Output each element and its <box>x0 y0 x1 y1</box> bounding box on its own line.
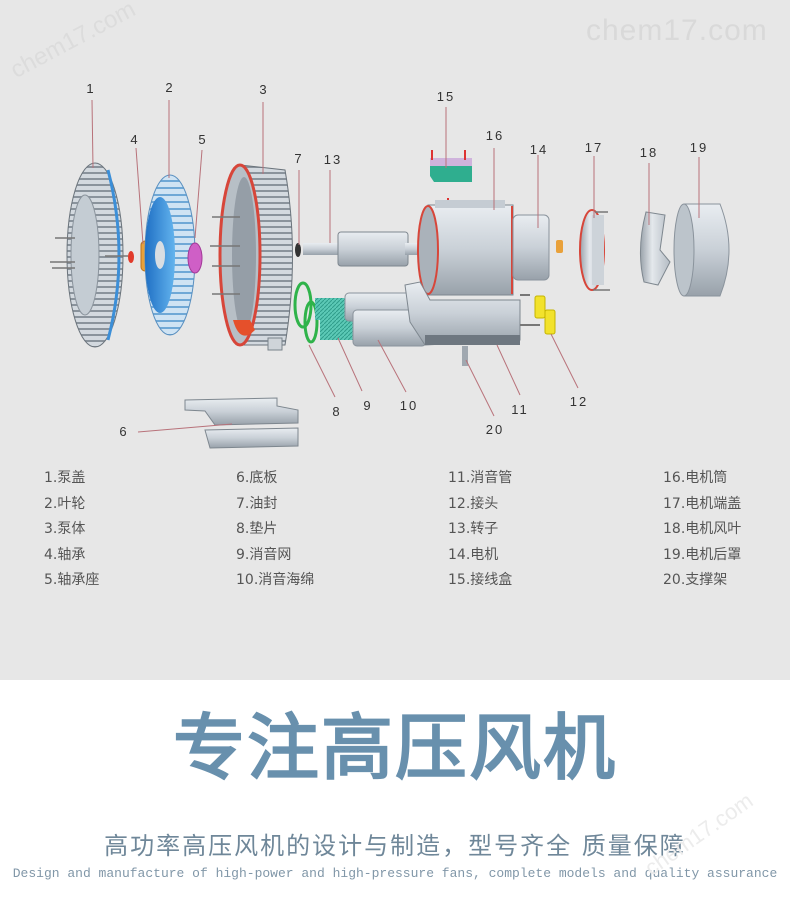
legend-item: 8.垫片 <box>236 521 278 537</box>
legend-item: 14.电机 <box>448 546 499 563</box>
callout-14: 14 <box>529 142 549 157</box>
part-motor-fan <box>639 211 671 286</box>
part-motor-rear-cover <box>673 203 730 297</box>
legend-item: 1.泵盖 <box>44 470 86 486</box>
exploded-diagram-panel: chem17.com chem17.com <box>0 0 790 680</box>
subtitle-english: Design and manufacture of high-power and… <box>12 866 778 881</box>
part-terminal-box <box>430 150 472 182</box>
legend-item: 12.接头 <box>448 495 499 512</box>
legend-item: 4.轴承 <box>44 546 86 563</box>
legend-column-3: 11.消音管 12.接头 13.转子 14.电机 15.接线盒 <box>448 466 512 594</box>
legend-item: 11.消音管 <box>448 470 513 486</box>
callout-13: 13 <box>323 152 343 167</box>
callout-15: 15 <box>436 89 456 104</box>
callout-11: 11 <box>511 402 529 417</box>
part-connector <box>534 295 546 319</box>
legend-item: 10.消音海绵 <box>236 572 315 588</box>
callout-3: 3 <box>259 82 269 97</box>
callout-12: 12 <box>569 394 589 409</box>
callout-7: 7 <box>294 151 304 166</box>
callout-2: 2 <box>165 80 175 95</box>
legend-item: 20.支撑架 <box>663 572 728 588</box>
callout-1: 1 <box>86 81 96 96</box>
part-silencer-pipe <box>404 281 521 346</box>
part-gasket <box>293 281 319 344</box>
part-motor-end-cover <box>579 209 610 291</box>
legend-item: 5.轴承座 <box>44 572 100 588</box>
callout-17: 17 <box>584 140 604 155</box>
subtitle-chinese: 高功率高压风机的设计与制造，型号齐全 质量保障 <box>104 832 686 860</box>
part-pump-body <box>210 163 293 351</box>
callout-8: 8 <box>332 404 342 419</box>
legend-item: 15.接线盒 <box>448 572 513 588</box>
legend-column-4: 16.电机筒 17.电机端盖 18.电机风叶 19.电机后罩 20.支撑架 <box>663 466 741 594</box>
part-pump-cover <box>50 162 128 348</box>
callout-20: 20 <box>485 422 505 437</box>
callout-18: 18 <box>639 145 659 160</box>
part-support <box>462 346 468 366</box>
legend-item: 16.电机筒 <box>663 470 728 486</box>
callout-10: 10 <box>399 398 419 413</box>
callout-19: 19 <box>689 140 709 155</box>
leader-lines <box>91 99 700 433</box>
callout-16: 16 <box>485 128 505 143</box>
watermark-top-right: chem17.com <box>586 14 768 47</box>
part-motor-housing <box>417 198 514 296</box>
legend-item: 19.电机后罩 <box>663 546 742 563</box>
legend-item: 2.叶轮 <box>44 495 86 512</box>
exploded-view-illustration <box>50 99 730 449</box>
legend-column-1: 1.泵盖 2.叶轮 3.泵体 4.轴承 5.轴承座 <box>44 466 99 594</box>
part-oil-seal <box>295 243 301 257</box>
part-bearing-seat <box>187 242 203 274</box>
callout-5: 5 <box>198 132 208 147</box>
legend-item: 6.底板 <box>236 470 278 486</box>
part-rotor <box>303 231 430 267</box>
legend-item: 9.消音网 <box>236 546 292 563</box>
legend-item: 3.泵体 <box>44 521 86 537</box>
part-impeller <box>144 174 196 336</box>
part-silencer-mesh <box>315 298 349 320</box>
legend-column-2: 6.底板 7.油封 8.垫片 9.消音网 10.消音海绵 <box>236 466 314 594</box>
part-motor <box>512 214 550 281</box>
legend-item: 7.油封 <box>236 495 278 512</box>
callout-9: 9 <box>363 398 373 413</box>
part-base-plate <box>184 397 299 449</box>
callout-4: 4 <box>130 132 140 147</box>
legend-item: 18.电机风叶 <box>663 521 742 537</box>
callout-6: 6 <box>119 424 129 439</box>
legend-item: 13.转子 <box>448 521 499 537</box>
legend-item: 17.电机端盖 <box>663 495 742 512</box>
headline: 专注高压风机 <box>172 706 617 790</box>
